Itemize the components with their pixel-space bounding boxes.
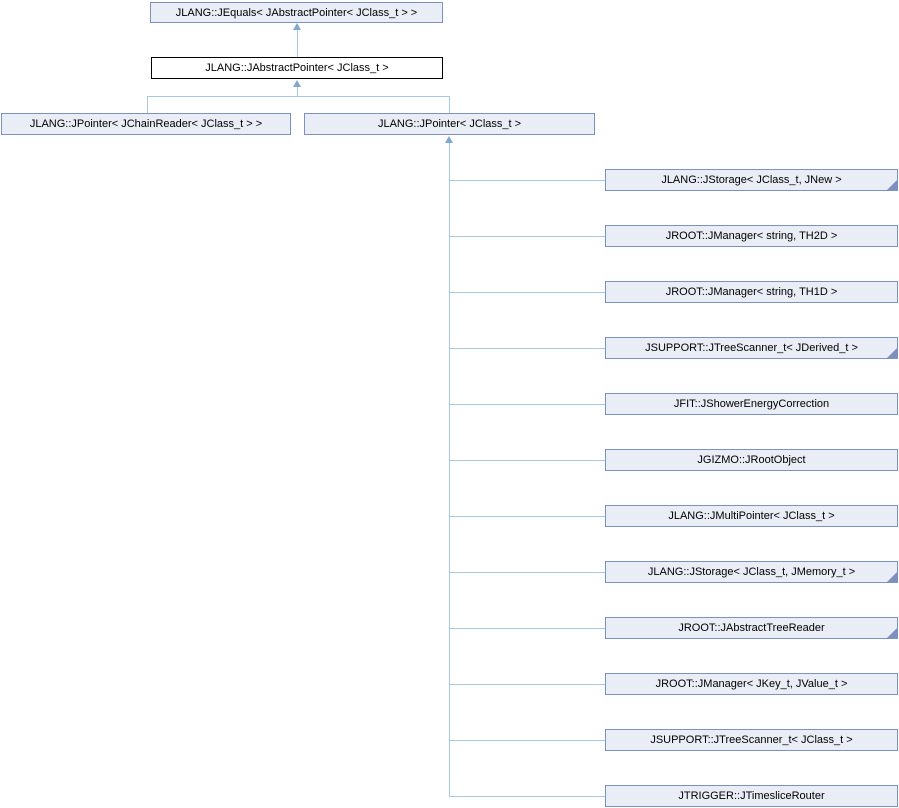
node-label: JGIZMO::JRootObject	[697, 454, 806, 466]
edge-branch-6	[450, 516, 605, 517]
node-jpointer[interactable]: JLANG::JPointer< JClass_t >	[304, 113, 595, 135]
node-jtreescanner-jderived[interactable]: JSUPPORT::JTreeScanner_t< JDerived_t >	[605, 337, 898, 359]
node-jabstractpointer-label: JLANG::JAbstractPointer< JClass_t >	[205, 62, 389, 74]
node-jabstractpointer-current: JLANG::JAbstractPointer< JClass_t >	[151, 57, 443, 79]
node-jtreescanner-jclass[interactable]: JSUPPORT::JTreeScanner_t< JClass_t >	[605, 729, 898, 751]
node-jmanager-string-th1d[interactable]: JROOT::JManager< string, TH1D >	[605, 281, 898, 303]
arrowhead-up-icon	[293, 80, 301, 87]
fold-corner-icon	[887, 572, 897, 582]
edge-split-stem	[297, 87, 298, 96]
node-jrootobject[interactable]: JGIZMO::JRootObject	[605, 449, 898, 471]
edge-branch-11	[450, 796, 605, 797]
node-jpointer-jchainreader-label: JLANG::JPointer< JChainReader< JClass_t …	[29, 118, 263, 130]
node-jtimeslicerouter[interactable]: JTRIGGER::JTimesliceRouter	[605, 785, 898, 807]
edge-branch-1	[450, 236, 605, 237]
node-label: JROOT::JManager< string, TH2D >	[665, 230, 838, 242]
edge-branch-7	[450, 572, 605, 573]
edge-branch-8	[450, 628, 605, 629]
node-label: JTRIGGER::JTimesliceRouter	[678, 790, 825, 802]
node-jstorage-jnew[interactable]: JLANG::JStorage< JClass_t, JNew >	[605, 169, 898, 191]
edge-branch-2	[450, 292, 605, 293]
node-label: JROOT::JAbstractTreeReader	[678, 622, 825, 634]
edge-split-horizontal	[147, 96, 450, 97]
edge-branch-0	[450, 180, 605, 181]
edge-trunk-vertical	[449, 143, 450, 797]
edge-drop-left	[147, 96, 148, 113]
fold-corner-icon	[887, 180, 897, 190]
edge-branch-4	[450, 404, 605, 405]
node-label: JLANG::JStorage< JClass_t, JNew >	[661, 174, 842, 186]
node-label: JFIT::JShowerEnergyCorrection	[673, 398, 830, 410]
fold-corner-icon	[887, 348, 897, 358]
arrowhead-up-icon	[445, 136, 453, 143]
edge-drop-right	[449, 96, 450, 113]
edge-jabstractpointer-jequals	[297, 30, 298, 57]
node-label: JROOT::JManager< JKey_t, JValue_t >	[655, 678, 848, 690]
edge-branch-3	[450, 348, 605, 349]
node-jequals-label: JLANG::JEquals< JAbstractPointer< JClass…	[175, 6, 418, 19]
node-jpointer-jchainreader[interactable]: JLANG::JPointer< JChainReader< JClass_t …	[1, 113, 291, 135]
edge-branch-5	[450, 460, 605, 461]
arrowhead-up-icon	[293, 23, 301, 30]
node-jequals[interactable]: JLANG::JEquals< JAbstractPointer< JClass…	[150, 2, 443, 23]
fold-corner-icon	[887, 628, 897, 638]
node-label: JROOT::JManager< string, TH1D >	[665, 286, 838, 298]
node-jmanager-string-th2d[interactable]: JROOT::JManager< string, TH2D >	[605, 225, 898, 247]
node-jmultipointer[interactable]: JLANG::JMultiPointer< JClass_t >	[605, 505, 898, 527]
node-label: JLANG::JStorage< JClass_t, JMemory_t >	[647, 566, 856, 578]
node-jstorage-jmemory[interactable]: JLANG::JStorage< JClass_t, JMemory_t >	[605, 561, 898, 583]
node-jshowerenergycorrection[interactable]: JFIT::JShowerEnergyCorrection	[605, 393, 898, 415]
node-jabstracttreereader[interactable]: JROOT::JAbstractTreeReader	[605, 617, 898, 639]
edge-branch-9	[450, 684, 605, 685]
node-label: JSUPPORT::JTreeScanner_t< JDerived_t >	[645, 342, 858, 354]
node-label: JSUPPORT::JTreeScanner_t< JClass_t >	[650, 734, 853, 746]
node-jpointer-label: JLANG::JPointer< JClass_t >	[377, 118, 522, 130]
node-jmanager-jkey-jvalue[interactable]: JROOT::JManager< JKey_t, JValue_t >	[605, 673, 898, 695]
node-label: JLANG::JMultiPointer< JClass_t >	[668, 510, 835, 522]
edge-branch-10	[450, 740, 605, 741]
